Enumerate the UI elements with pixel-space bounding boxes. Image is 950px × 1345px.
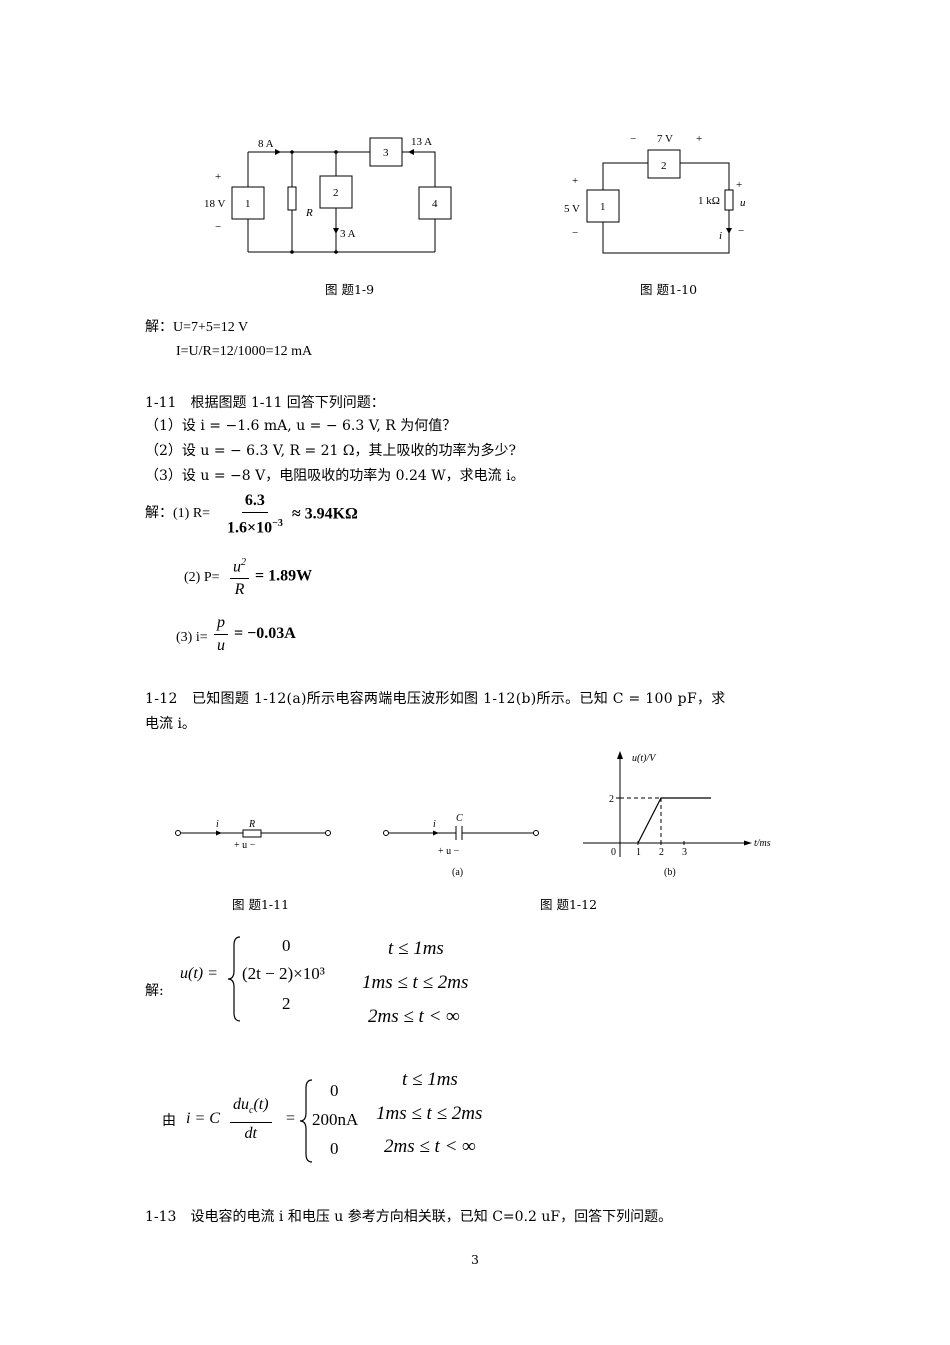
- caption-1-10: 图 题1-10: [640, 282, 698, 297]
- figure-1-12a-circuit: i C + u − (a): [383, 813, 539, 878]
- box-4: 4: [432, 198, 438, 210]
- label-xtick-2: 2: [659, 847, 664, 858]
- case-i-0: 0: [330, 1081, 339, 1100]
- case-u-0: 0: [282, 936, 291, 955]
- label-13a: 13 A: [411, 136, 432, 148]
- figure-1-10-circuit: 7 V − + + 5 V − 1 2 1 kΩ + u − i: [564, 133, 746, 254]
- label-r: R: [248, 819, 255, 830]
- label-xlabel: t/ms: [754, 838, 771, 849]
- solution-1-12-i-lhs: i = C: [186, 1110, 220, 1127]
- cond-i-1: 1ms ≤ t ≤ 2ms: [376, 1103, 483, 1124]
- label-5v-minus: −: [572, 227, 578, 239]
- label-i: i: [719, 230, 722, 242]
- caption-1-12: 图 题1-12: [540, 897, 598, 912]
- label-7v: 7 V: [657, 133, 673, 145]
- label-pm: + u −: [234, 840, 256, 851]
- solution-1-12-label: 解:: [145, 983, 164, 999]
- box-1: 1: [600, 201, 606, 213]
- problem-1-11-q1: （1）设 i = −1.6 mA, u = − 6.3 V, R 为何值？: [145, 418, 457, 434]
- solution-1-12-deriv: duc(t)dt: [228, 1094, 274, 1145]
- caption-1-11: 图 题1-11: [232, 897, 290, 912]
- page-number: 3: [471, 1252, 479, 1267]
- problem-1-11-title: 1-11 根据图题 1-11 回答下列问题：: [145, 395, 385, 411]
- label-ytick: 2: [609, 794, 614, 805]
- label-c: C: [456, 813, 463, 824]
- cond-i-0: t ≤ 1ms: [402, 1069, 458, 1090]
- problem-1-12-line2: 电流 i。: [145, 716, 196, 732]
- brace-i: [299, 1079, 313, 1163]
- label-pm: + u −: [438, 846, 460, 857]
- label-18v: 18 V: [204, 198, 226, 210]
- solution-1-12-lhs: u(t) =: [180, 965, 218, 982]
- figure-1-12b-chart: u(t)/V t/ms 2 0 1 2 3 (b): [583, 751, 771, 878]
- label-1kohm: 1 kΩ: [698, 195, 720, 207]
- label-b: (b): [664, 867, 676, 878]
- cond-u-1: 1ms ≤ t ≤ 2ms: [362, 972, 469, 993]
- figure-1-11-circuit: i R + u −: [175, 819, 331, 851]
- label-xtick-1: 1: [636, 847, 641, 858]
- label-5v: 5 V: [564, 203, 580, 215]
- case-u-2: 2: [282, 994, 291, 1013]
- label-i: i: [433, 819, 436, 830]
- problem-1-11-q2: （2）设 u = − 6.3 V, R = 21 Ω，其上吸收的功率为多少?: [145, 443, 517, 459]
- label-8a: 8 A: [258, 138, 274, 150]
- box-3: 3: [383, 147, 389, 159]
- box-1: 1: [245, 198, 251, 210]
- problem-1-12-line1: 1-12 已知图题 1-12(a)所示电容两端电压波形如图 1-12(b)所示。…: [145, 691, 726, 707]
- case-i-1: 200nA: [312, 1110, 359, 1129]
- solution-1-11-s3-prefix: (3) i=: [176, 630, 208, 645]
- brace-ut: [227, 936, 241, 1022]
- solution-1-10-line1: 解：U=7+5=12 V: [145, 319, 249, 335]
- label-7v-minus: −: [630, 133, 636, 145]
- label-u-minus: −: [738, 225, 744, 237]
- cond-u-0: t ≤ 1ms: [388, 938, 444, 959]
- label-plus: +: [215, 171, 221, 183]
- cond-u-2: 2ms ≤ t < ∞: [368, 1006, 460, 1027]
- label-u-plus: +: [736, 179, 742, 191]
- problem-1-13-line: 1-13 设电容的电流 i 和电压 u 参考方向相关联，已知 C=0.2 uF，…: [145, 1209, 673, 1225]
- cond-i-2: 2ms ≤ t < ∞: [384, 1136, 476, 1157]
- solution-1-10-line2: I=U/R=12/1000=12 mA: [176, 344, 313, 359]
- label-5v-plus: +: [572, 175, 578, 187]
- solution-1-11-label: 解：(1) R=: [145, 505, 211, 521]
- case-u-1: (2t − 2)×10³: [242, 964, 325, 983]
- label-xtick-3: 3: [682, 847, 687, 858]
- label-a: (a): [452, 867, 463, 878]
- solution-1-12-by: 由: [162, 1113, 176, 1129]
- caption-1-9: 图 题1-9: [325, 282, 375, 297]
- label-minus: −: [215, 221, 221, 233]
- label-r: R: [305, 207, 313, 219]
- problem-1-11-q3: （3）设 u = −8 V，电阻吸收的功率为 0.24 W，求电流 i。: [145, 468, 525, 484]
- label-xtick-0: 0: [611, 847, 616, 858]
- label-i: i: [216, 819, 219, 830]
- label-ylabel: u(t)/V: [632, 753, 657, 764]
- figure-1-9-circuit: 8 A 13 A 3 A 18 V + − 1 2 3 4 R: [204, 136, 452, 254]
- label-3a: 3 A: [340, 228, 356, 240]
- label-7v-plus: +: [696, 133, 702, 145]
- box-2: 2: [333, 187, 339, 199]
- box-2: 2: [661, 160, 667, 172]
- solution-1-11-s2-prefix: (2) P=: [184, 570, 220, 585]
- solution-1-12-eq: =: [286, 1110, 296, 1127]
- label-u: u: [740, 197, 746, 209]
- case-i-2: 0: [330, 1139, 339, 1158]
